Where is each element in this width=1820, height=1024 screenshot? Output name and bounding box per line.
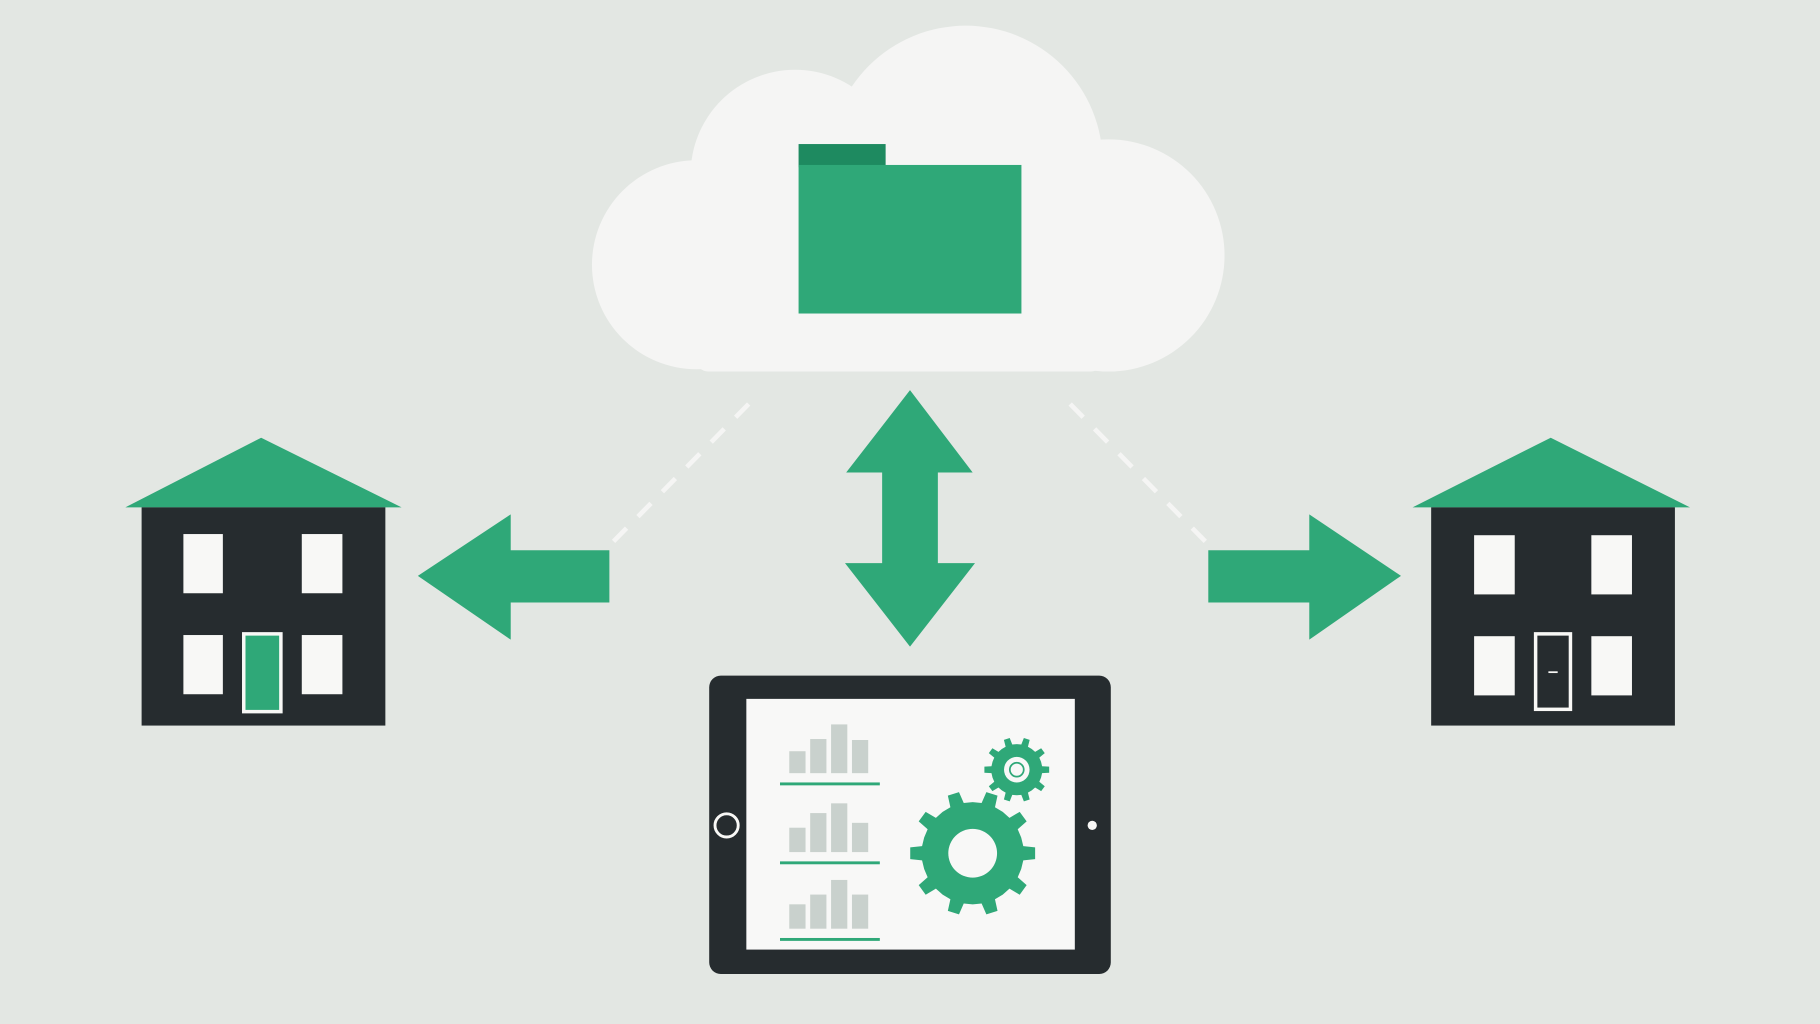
chart-baseline [780, 937, 880, 941]
window [301, 534, 343, 594]
window [183, 534, 223, 594]
bar-chart-icon [780, 724, 880, 786]
chart-baseline [780, 861, 880, 865]
house-icon-left [125, 437, 402, 726]
chart-bar [851, 740, 869, 774]
window [183, 635, 223, 695]
chart-bar [789, 904, 806, 929]
chart-bar [789, 827, 806, 853]
chart-bar [851, 894, 869, 929]
gear-icon-large [910, 792, 1036, 915]
bar-chart-icon [780, 803, 880, 865]
chart-bar [789, 751, 806, 774]
gear-icon-small [984, 737, 1050, 802]
chart-bar [831, 724, 848, 774]
bar-chart-icon [780, 879, 880, 941]
window [1591, 535, 1632, 595]
chart-bar [810, 894, 827, 929]
folder-icon [798, 144, 1022, 314]
tablet-icon [709, 675, 1111, 974]
arrow-left-icon [417, 514, 610, 640]
house-icon-right [1412, 437, 1690, 726]
camera-dot [1087, 820, 1097, 831]
window [1474, 535, 1515, 595]
window [301, 635, 343, 695]
arrow-right-icon [1208, 514, 1401, 640]
double-arrow-vertical-icon [845, 390, 975, 647]
chart-bar [831, 879, 848, 929]
window [1591, 636, 1632, 696]
chart-bar [810, 739, 827, 774]
door [242, 632, 283, 714]
chart-bar [810, 813, 827, 853]
home-button [713, 812, 740, 839]
chart-bar [831, 803, 848, 853]
chart-baseline [780, 782, 880, 786]
window [1474, 636, 1515, 696]
chart-bar [851, 822, 869, 853]
